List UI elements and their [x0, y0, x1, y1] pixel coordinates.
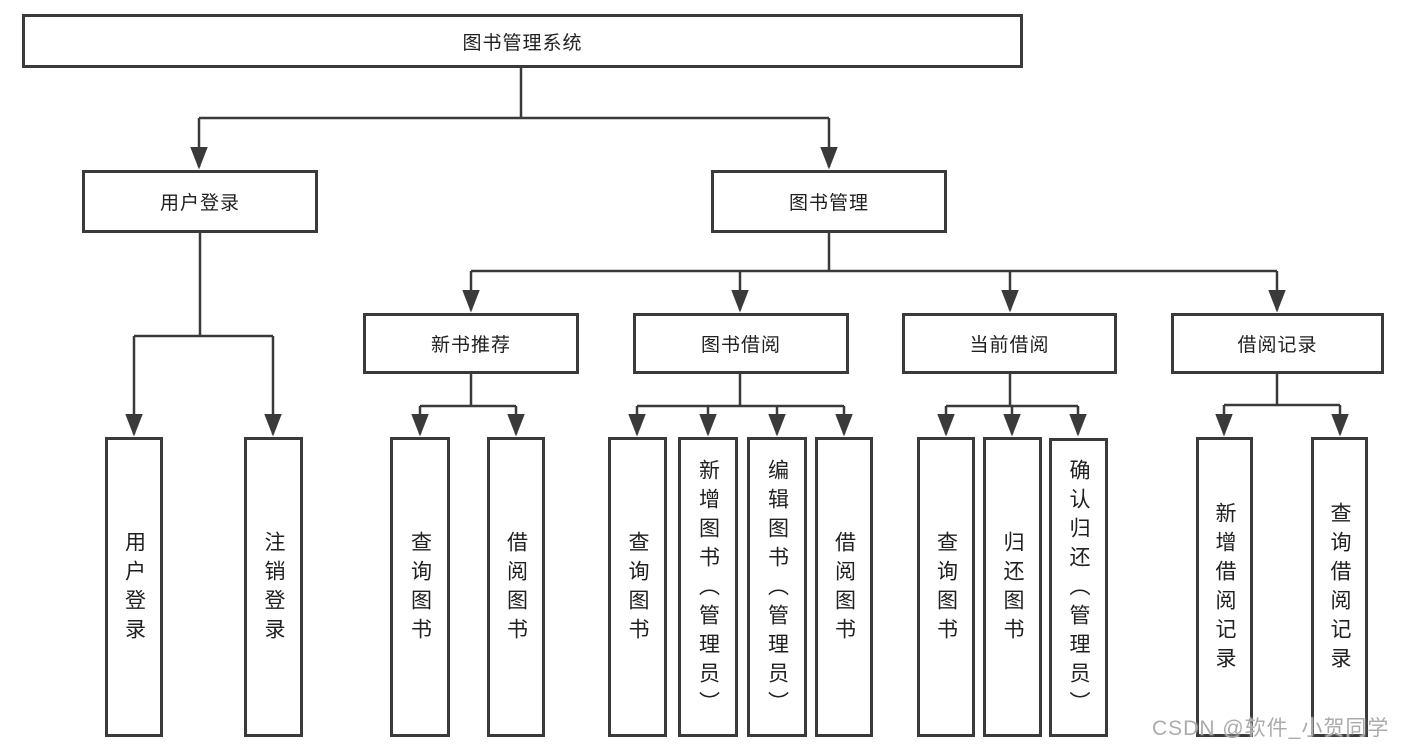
leaf-borrowing-query-books: 查询图书 [608, 437, 667, 737]
node-user-login-branch: 用户登录 [82, 170, 318, 233]
leaf-recommend-borrow-books: 借阅图书 [487, 437, 545, 737]
node-current-borrowing: 当前借阅 [902, 313, 1117, 374]
leaf-edit-book-admin: 编辑图书（管理员） [747, 437, 807, 737]
leaf-current-query-books: 查询图书 [917, 437, 975, 737]
leaf-recommend-query-books: 查询图书 [390, 437, 450, 737]
leaf-add-borrow-record: 新增借阅记录 [1196, 437, 1253, 737]
node-library-management-system: 图书管理系统 [22, 14, 1023, 68]
node-borrowing-records: 借阅记录 [1171, 313, 1384, 374]
node-book-borrowing: 图书借阅 [633, 313, 849, 374]
leaf-add-book-admin: 新增图书（管理员） [678, 437, 738, 737]
leaf-logout: 注销登录 [244, 437, 303, 737]
leaf-confirm-return-admin: 确认归还（管理员） [1049, 438, 1108, 737]
csdn-watermark: CSDN @软件_小贺同学 [1152, 717, 1390, 740]
leaf-query-borrow-record: 查询借阅记录 [1311, 437, 1368, 737]
leaf-user-login: 用户登录 [105, 437, 163, 737]
node-book-management-branch: 图书管理 [711, 170, 947, 233]
leaf-borrowing-borrow-books: 借阅图书 [815, 437, 873, 737]
leaf-return-books: 归还图书 [983, 437, 1042, 737]
node-new-book-recommend: 新书推荐 [363, 313, 579, 374]
